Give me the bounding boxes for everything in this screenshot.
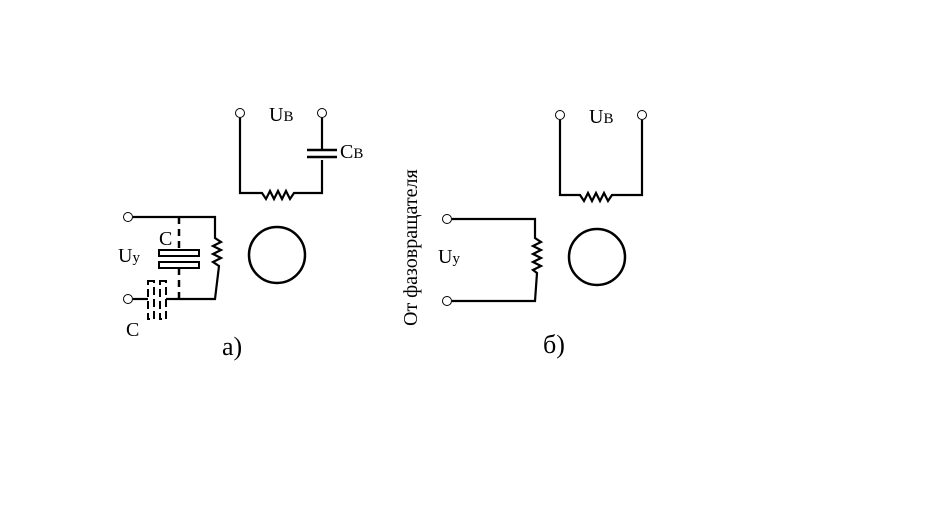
parallel-capacitor-label-a: C: [159, 228, 172, 250]
excitation-winding-b: [558, 120, 644, 204]
excitation-winding-a: [238, 118, 324, 202]
excitation-terminal-left-b[interactable]: [555, 110, 565, 120]
excitation-capacitor-a: [307, 148, 337, 159]
phase-shifter-label: От фазовращателя: [400, 169, 422, 326]
rotor-a: [247, 225, 307, 285]
control-terminal-bottom-a[interactable]: [123, 294, 133, 304]
excitation-terminal-right-b[interactable]: [637, 110, 647, 120]
rotor-b: [567, 227, 627, 287]
control-winding-b: [452, 217, 544, 303]
control-voltage-label-b: Uу: [438, 246, 460, 268]
excitation-circuit-a: UВ CВ: [235, 104, 363, 202]
control-terminal-top-a[interactable]: [123, 212, 133, 222]
parallel-capacitor-a: [158, 249, 200, 269]
series-capacitor-label-a: C: [126, 319, 139, 341]
control-terminal-top-b[interactable]: [442, 214, 452, 224]
control-winding-a: [133, 215, 224, 301]
diagram-a: UВ CВ Uу C C: [118, 104, 363, 361]
control-terminal-bottom-b[interactable]: [442, 296, 452, 306]
control-circuit-b: Uу: [438, 214, 544, 306]
excitation-terminal-right-a[interactable]: [317, 108, 327, 118]
diagram-b: UВ Uу От фазовращателя б): [400, 106, 647, 359]
excitation-circuit-b: UВ: [555, 106, 647, 204]
excitation-voltage-label-b: UВ: [589, 106, 613, 128]
control-voltage-label-a: Uу: [118, 245, 140, 267]
excitation-voltage-label-a: UВ: [269, 104, 293, 126]
excitation-capacitor-label-a: CВ: [340, 141, 363, 163]
excitation-terminal-left-a[interactable]: [235, 108, 245, 118]
series-capacitor-a: [147, 280, 167, 320]
caption-a: а): [222, 332, 242, 361]
control-circuit-a: Uу C C: [118, 212, 224, 341]
caption-b: б): [543, 330, 565, 359]
